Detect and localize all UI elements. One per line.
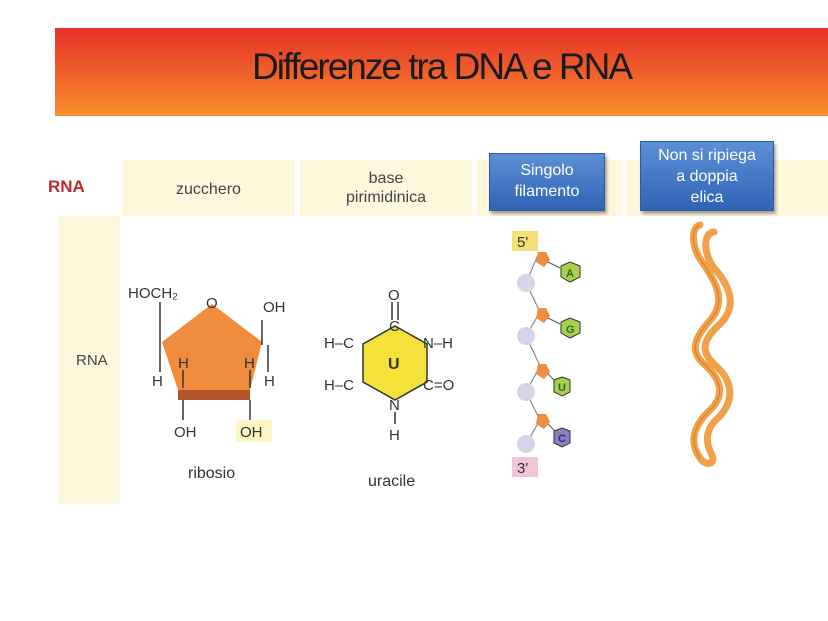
uracil-c-top: C [389,318,400,335]
single-strand-line1: Singolo [520,162,574,179]
rna-side-label: RNA [48,177,85,196]
uracil-structure: O C H–C N–H U H–C C=O N H uracile [324,287,454,490]
nucleotide-1: A [536,252,581,283]
uracil-c-o: C=O [423,377,454,394]
nucleotide-4: C [536,414,571,448]
header-sugar: zucchero [176,181,241,198]
ribose-oh-right: OH [263,299,286,316]
folded-ribbon-edge [692,224,721,459]
single-strand-line2: filamento [514,183,580,200]
uracil-caption: uracile [368,473,415,490]
phosphate-4 [517,435,535,453]
sugar-1 [536,252,550,267]
strand-5-end: 5' [517,234,528,251]
uracil-center-label: U [388,356,400,373]
ribose-oh-bottom-left: OH [174,424,197,441]
title-banner [55,28,828,116]
phosphate-3 [517,383,535,401]
uracil-o-top: O [388,287,400,304]
uracil-h-bottom: H [389,427,400,444]
phosphate-1 [517,274,535,292]
base-a-icon [560,261,581,283]
sugar-3 [536,364,550,379]
header-cell-base [300,160,472,216]
uracil-nh: N–H [423,335,453,352]
base-c-icon [553,427,571,448]
nucleotide-3: U [536,364,571,397]
base-g-icon [560,317,581,339]
slide-title: Differenze tra DNA e RNA [251,46,633,87]
ribose-h4: H [264,373,275,390]
row-label-cell [58,216,120,504]
rna-row-label: RNA [76,352,108,369]
ribose-structure: HOCH₂ O OH H H H H OH OH ribosio [128,285,286,482]
sugar-2 [536,308,550,323]
no-double-helix-line1: Non si ripiega [658,147,756,164]
base-label-4: C [558,433,566,445]
base-label-3: U [558,382,566,394]
uracil-hc-lower: H–C [324,377,354,394]
rna-fold-ribbon [690,221,734,467]
rna-strand: 5' 3' A G U C [512,231,581,477]
glycosidic-bond-1 [547,261,561,269]
ribose-caption: ribosio [188,465,235,482]
uracil-ring [362,325,428,401]
folded-ribbon [690,221,734,467]
ribose-ring-base [178,390,250,400]
header-cell-sugar [122,160,295,216]
no-double-helix-line2: a doppia [676,168,738,185]
no-double-helix-box: Non si ripiega a doppia elica [640,141,774,211]
header-base-line2: pirimidinica [345,189,427,206]
ribose-ring [162,304,262,390]
oh-highlight [236,420,272,442]
ribose-h1: H [178,355,189,372]
header-base-line1: base [368,170,404,187]
no-double-helix-line3: elica [690,189,724,206]
ribose-h2: H [244,355,255,372]
base-label-2: G [566,324,575,336]
base-label-1: A [566,268,574,280]
nucleotide-2: G [536,308,581,339]
strand-3-end-box [512,457,538,477]
sugar-4 [536,414,550,429]
ribose-hoch2: HOCH₂ [128,285,178,302]
strand-5-end-box [512,231,538,251]
glycosidic-bond-2 [547,317,561,325]
phosphate-2 [517,327,535,345]
ribose-ring-o: O [206,295,218,312]
uracil-hc-upper: H–C [324,335,354,352]
strand-3-end: 3' [517,460,528,477]
header-base: base pirimidinica [300,169,472,207]
single-strand-box: Singolo filamento [489,153,605,211]
ribose-h3: H [152,373,163,390]
ribose-oh-bottom-right: OH [240,424,263,441]
base-u-icon [553,376,571,397]
uracil-n-bottom: N [389,397,400,414]
